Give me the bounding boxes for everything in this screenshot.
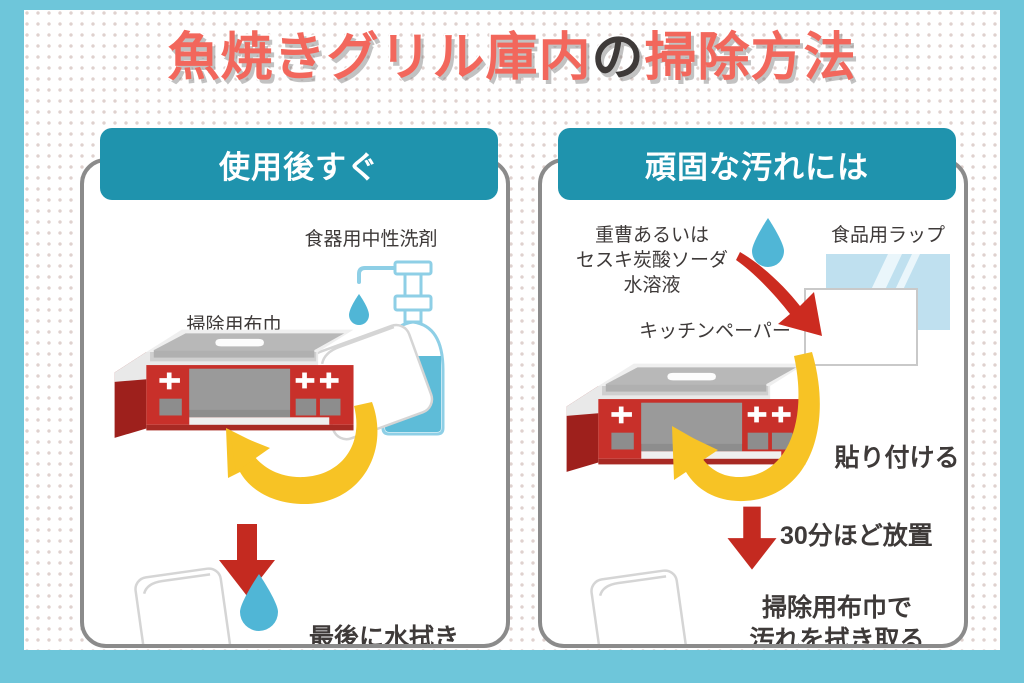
curved-yellow-arrow-icon — [672, 352, 820, 502]
panel-header-right: 頑固な汚れには — [558, 128, 956, 200]
cloth-outline-icon — [590, 569, 692, 644]
panel-for-stubborn-stains: 頑固な汚れには 重曹あるいは セスキ炭酸ソーダ 水溶液 食品用ラップ — [538, 128, 968, 648]
label-final-wipe-line2: 汚れを拭き取る — [749, 626, 925, 644]
water-drop-icon — [752, 218, 784, 267]
panel-right-body: 重曹あるいは セスキ炭酸ソーダ 水溶液 食品用ラップ キッ — [542, 202, 964, 644]
title-part-dark: の — [590, 29, 645, 87]
water-drop-icon — [240, 574, 278, 631]
curved-red-arrow-icon — [736, 252, 822, 336]
label-baking-soda-solution-line2: セスキ炭酸ソーダ — [575, 250, 728, 271]
title-part-red-1: 魚焼きグリル庫内 — [166, 29, 592, 87]
panel-header-right-label: 頑固な汚れには — [645, 149, 869, 185]
label-step-attach: 貼り付ける — [834, 444, 960, 472]
label-baking-soda-solution-line1: 重曹あるいは — [594, 225, 709, 246]
panel-header-left: 使用後すぐ — [100, 128, 498, 200]
curved-yellow-arrow-icon — [226, 402, 378, 505]
label-final-wipe-line1: 掃除用布巾で — [761, 594, 912, 622]
panel-immediately-after-use: 使用後すぐ 食器用中性洗剤 掃除用布巾 — [80, 128, 510, 648]
title-part-red-2: 掃除方法 — [643, 29, 857, 87]
cloth-outline-icon — [134, 567, 236, 644]
red-down-arrow-icon — [727, 506, 777, 570]
label-kitchen-paper: キッチンペーパー — [639, 321, 791, 342]
kitchen-paper-icon — [804, 288, 918, 366]
page-title: 魚焼きグリル庫内の掃除方法 — [24, 29, 1000, 87]
panel-left-body: 食器用中性洗剤 掃除用布巾 — [84, 202, 506, 644]
dotted-background: 魚焼きグリル庫内の掃除方法 使用後すぐ 食器用中性洗剤 掃除用布巾 — [24, 10, 1000, 650]
label-step-wait: 30分ほど放置 — [780, 522, 933, 550]
panel-header-left-label: 使用後すぐ — [219, 149, 379, 185]
label-baking-soda-solution-line3: 水溶液 — [623, 275, 681, 296]
label-final-water-wipe: 最後に水拭き — [308, 624, 459, 644]
label-dish-detergent: 食器用中性洗剤 — [304, 229, 438, 250]
label-plastic-wrap: 食品用ラップ — [830, 225, 945, 246]
fish-grill-stove-icon — [114, 329, 354, 438]
